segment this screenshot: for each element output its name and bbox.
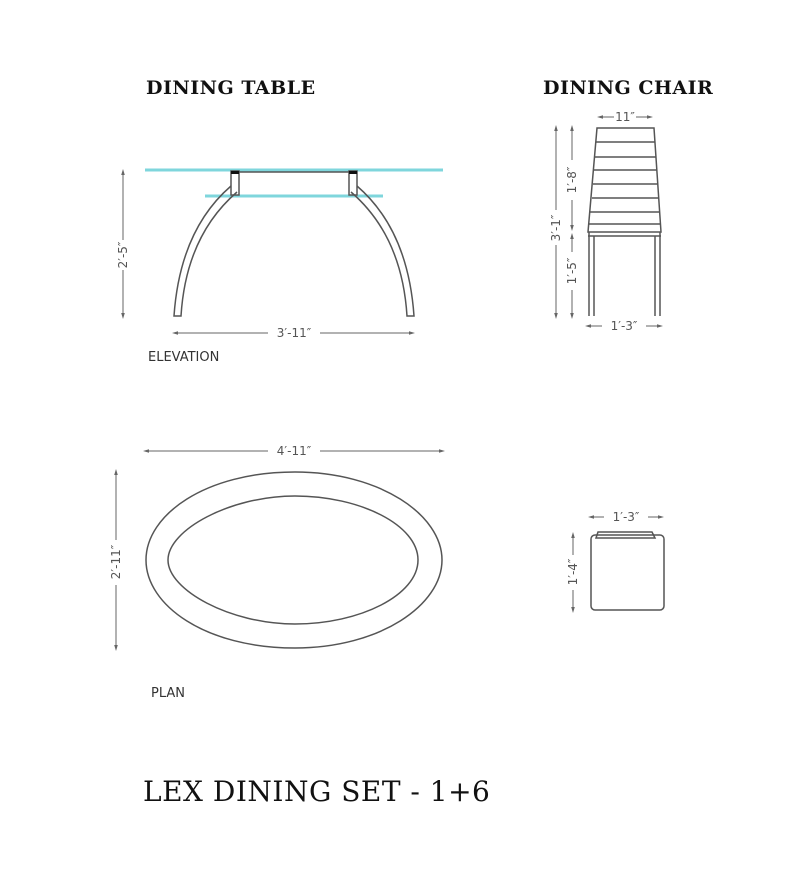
chair-plan-width-text: 1′-3″ <box>613 510 640 524</box>
chair-seat-height-text: 1′-5″ <box>565 257 579 284</box>
footer-title: LEX DINING SET - 1+6 <box>143 775 491 808</box>
table-plan <box>145 471 443 649</box>
chair-plan-depth-text: 1′-4″ <box>566 558 580 585</box>
elevation-label: ELEVATION <box>148 350 220 365</box>
plan-length-text: 4′-11″ <box>277 444 312 458</box>
table-elevation <box>145 168 443 317</box>
chair-base-width-text: 1′-3″ <box>611 319 638 333</box>
chair-total-height-text: 3′-1″ <box>549 214 563 241</box>
chair-plan <box>590 531 665 611</box>
dining-chair-title: DINING CHAIR <box>543 77 714 99</box>
leg-span-text: 3′-11″ <box>277 326 312 340</box>
plan-label: PLAN <box>151 686 185 701</box>
chair-dimensions <box>554 115 663 328</box>
table-height-text: 2′-5″ <box>116 241 130 268</box>
chair-back-height-text: 1′-8″ <box>565 166 579 193</box>
dining-table-title: DINING TABLE <box>146 77 316 99</box>
chair-back-width-text: 11″ <box>615 110 635 124</box>
chair-elevation <box>587 127 662 316</box>
chair-plan-dimensions <box>571 515 664 613</box>
table-plan-dimensions <box>114 449 445 651</box>
plan-width-text: 2′-11″ <box>109 544 123 579</box>
